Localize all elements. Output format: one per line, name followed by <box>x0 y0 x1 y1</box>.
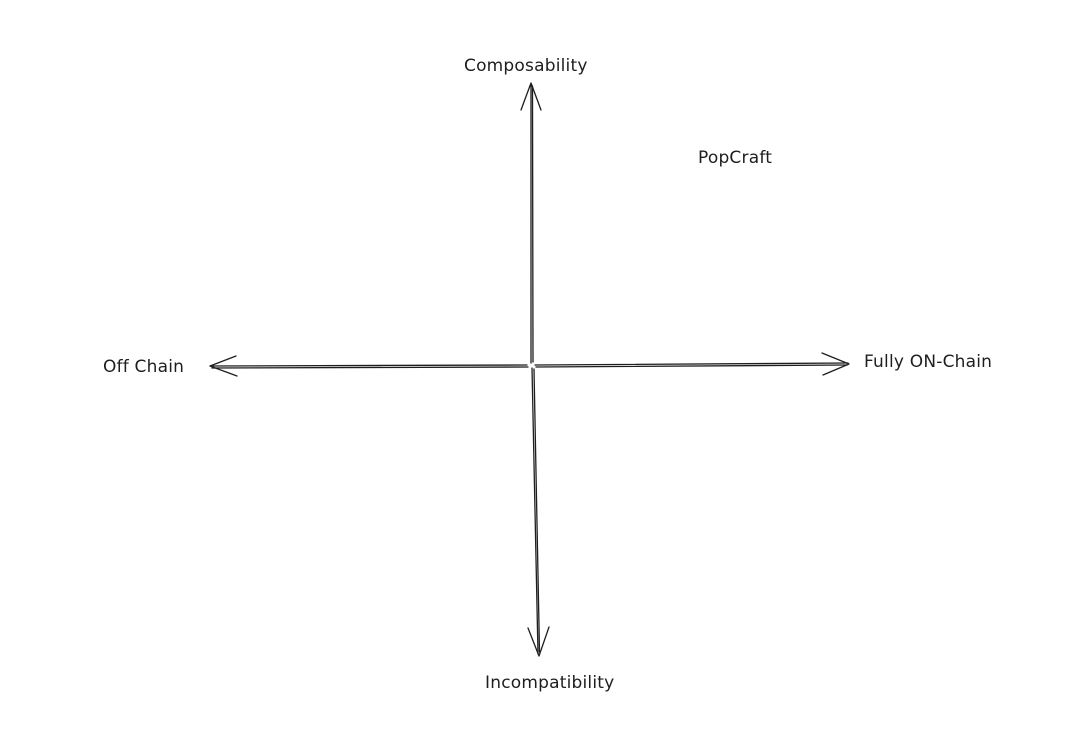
x-axis-right-arrow <box>534 352 850 376</box>
x-axis-left-arrow <box>209 355 529 377</box>
axis-label-top: Composability <box>464 56 588 76</box>
axis-label-bottom: Incompatibility <box>485 673 615 693</box>
y-axis-up-arrow <box>520 82 542 364</box>
axis-label-left: Off Chain <box>103 357 185 377</box>
y-axis-down-arrow <box>527 367 550 657</box>
axis-label-right: Fully ON-Chain <box>864 352 993 372</box>
point-label-popcraft: PopCraft <box>698 148 773 168</box>
